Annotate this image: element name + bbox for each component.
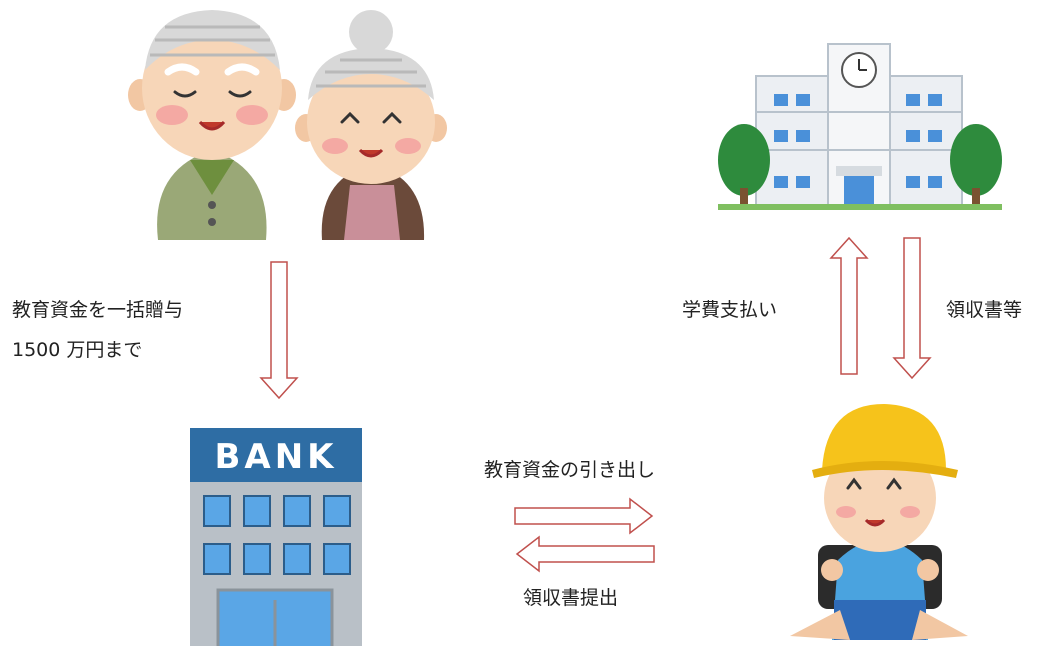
gift-label-line2: 1500 万円まで [12,339,143,361]
withdrawal-label: 教育資金の引き出し [484,459,656,481]
grandfather-figure [128,10,296,240]
bank-building-icon: BANK [190,428,362,646]
gift-arrow-down-icon [259,261,299,400]
withdrawal-arrow-right-icon [514,497,654,535]
receipt-submission-arrow-left-icon [515,535,655,573]
gift-label-line1: 教育資金を一括贈与 [12,299,184,321]
receipts-label: 領収書等 [946,299,1023,321]
receipt-submission-label: 領収書提出 [523,587,619,609]
grandmother-figure [295,10,447,240]
receipts-arrow-down-icon [892,237,932,380]
bank-sign-text: BANK [214,437,337,477]
tuition-arrow-up-icon [829,236,869,375]
schoolchild-icon [790,404,968,640]
school-building-icon [718,43,1002,210]
grandparents-icon [128,10,447,240]
tuition-payment-label: 学費支払い [682,299,778,321]
